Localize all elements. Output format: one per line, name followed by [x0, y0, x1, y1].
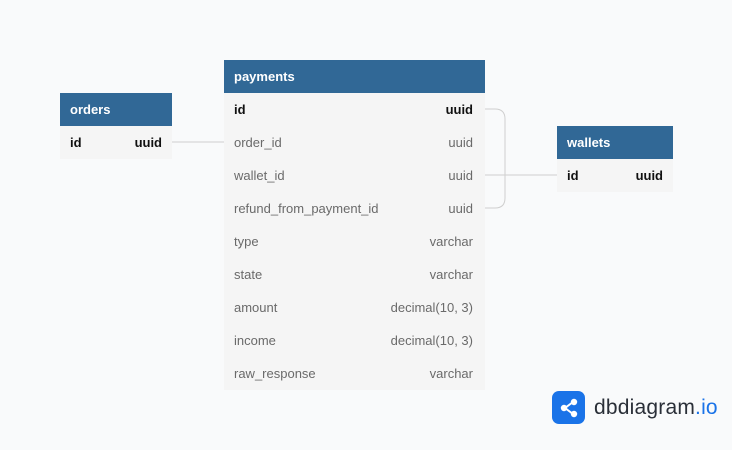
- field-name: order_id: [234, 135, 282, 150]
- field-row[interactable]: id uuid: [557, 159, 673, 192]
- field-type: varchar: [429, 267, 473, 282]
- field-name: wallet_id: [234, 168, 285, 183]
- field-type: uuid: [445, 102, 473, 117]
- logo-tld: .io: [695, 395, 718, 419]
- field-row[interactable]: state varchar: [224, 258, 485, 291]
- field-row[interactable]: id uuid: [224, 93, 485, 126]
- field-row[interactable]: order_id uuid: [224, 126, 485, 159]
- field-name: refund_from_payment_id: [234, 201, 379, 216]
- field-row[interactable]: refund_from_payment_id uuid: [224, 192, 485, 225]
- field-type: uuid: [134, 135, 162, 150]
- field-name: state: [234, 267, 263, 282]
- field-name: id: [567, 168, 579, 183]
- field-name: amount: [234, 300, 278, 315]
- field-row[interactable]: id uuid: [60, 126, 172, 159]
- dbdiagram-logo-icon: [552, 391, 585, 424]
- table-header[interactable]: wallets: [557, 126, 673, 159]
- field-type: varchar: [429, 234, 473, 249]
- field-type: decimal(10, 3): [390, 333, 473, 348]
- field-name: id: [70, 135, 82, 150]
- table-wallets[interactable]: wallets id uuid: [557, 126, 673, 192]
- field-type: uuid: [448, 168, 473, 183]
- table-header[interactable]: orders: [60, 93, 172, 126]
- link-refund-self: [485, 108, 506, 209]
- field-row[interactable]: income decimal(10, 3): [224, 324, 485, 357]
- logo-name: dbdiagram: [594, 395, 696, 419]
- field-name: raw_response: [234, 366, 316, 381]
- field-row[interactable]: raw_response varchar: [224, 357, 485, 390]
- table-header[interactable]: payments: [224, 60, 485, 93]
- logo-text: dbdiagram.io: [594, 396, 718, 420]
- field-name: income: [234, 333, 276, 348]
- field-row[interactable]: wallet_id uuid: [224, 159, 485, 192]
- table-orders[interactable]: orders id uuid: [60, 93, 172, 159]
- field-type: uuid: [448, 135, 473, 150]
- dbdiagram-logo[interactable]: dbdiagram.io: [552, 391, 718, 424]
- field-row[interactable]: amount decimal(10, 3): [224, 291, 485, 324]
- field-type: varchar: [429, 366, 473, 381]
- field-type: uuid: [635, 168, 663, 183]
- field-type: decimal(10, 3): [390, 300, 473, 315]
- field-row[interactable]: type varchar: [224, 225, 485, 258]
- field-type: uuid: [448, 201, 473, 216]
- field-name: type: [234, 234, 259, 249]
- field-name: id: [234, 102, 246, 117]
